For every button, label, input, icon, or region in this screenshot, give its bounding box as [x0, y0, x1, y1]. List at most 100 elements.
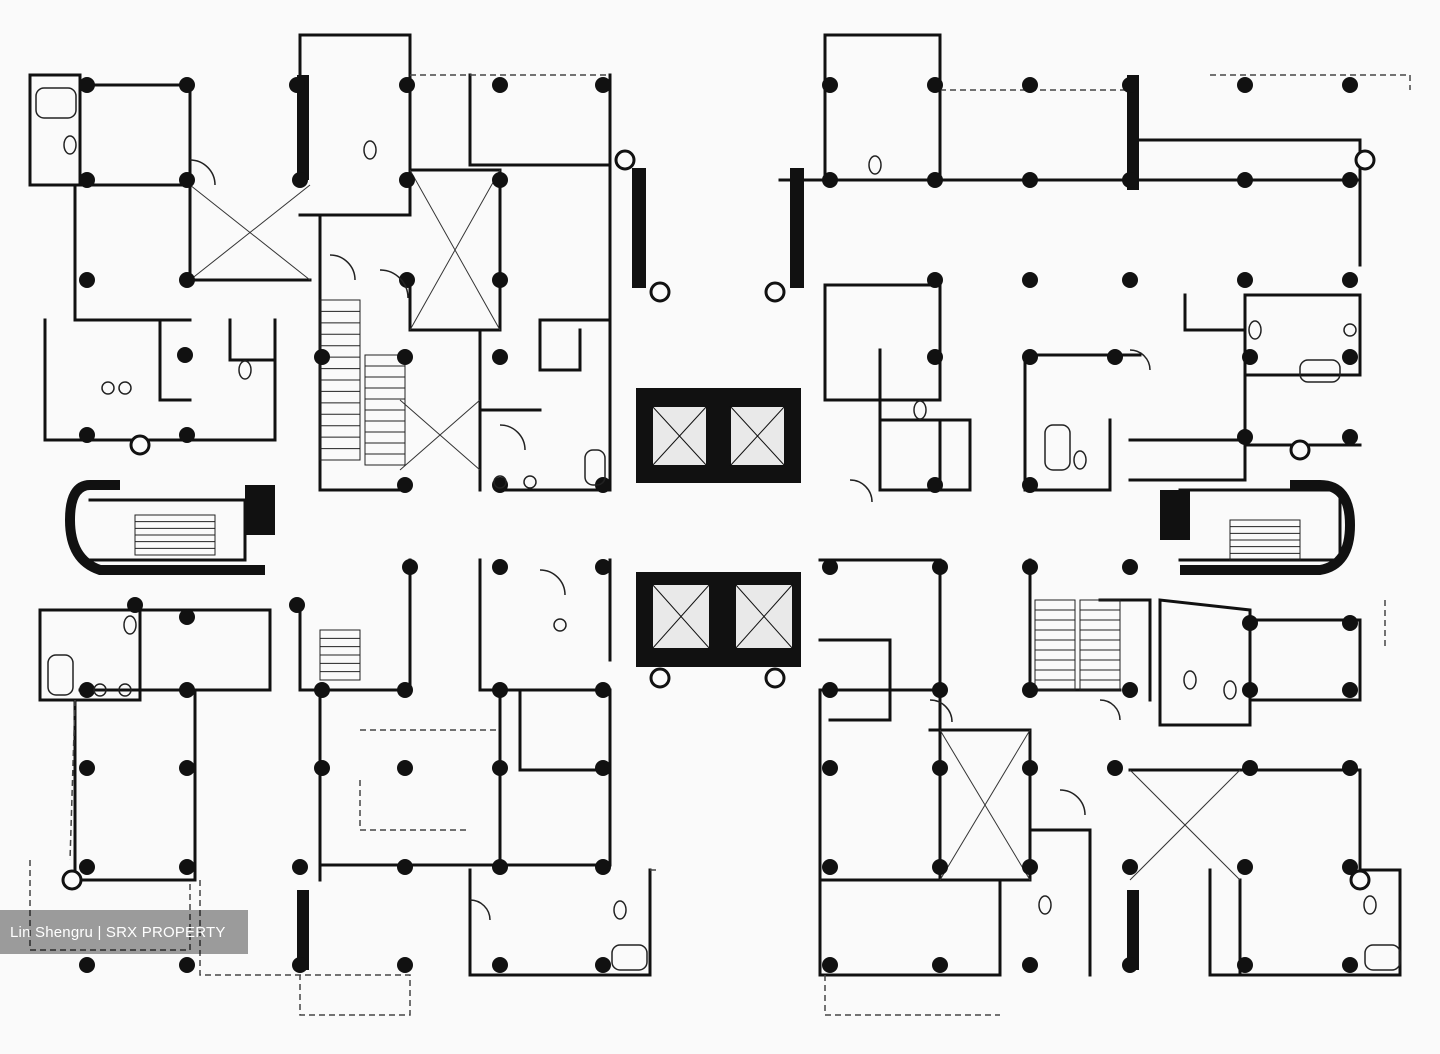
column-65 [397, 760, 413, 776]
column-5 [289, 77, 305, 93]
column-105 [932, 957, 948, 973]
column-82 [1022, 559, 1038, 575]
column-80 [822, 559, 838, 575]
bathtub-1 [611, 944, 648, 971]
column-104 [822, 957, 838, 973]
basin-5 [118, 683, 132, 697]
column-66 [492, 760, 508, 776]
wall-31 [823, 33, 942, 182]
wall-8 [498, 163, 612, 492]
column-98 [822, 859, 838, 875]
wall-57 [88, 498, 247, 562]
wall-end-3 [1354, 149, 1376, 171]
column-73 [595, 859, 611, 875]
column-44 [1242, 349, 1258, 365]
column-14 [492, 272, 508, 288]
wall-end-8 [61, 869, 83, 891]
wall-7 [468, 73, 612, 167]
column-9 [399, 172, 415, 188]
wall-end-0 [649, 281, 671, 303]
wall-28 [518, 688, 612, 772]
wall-15 [538, 318, 582, 372]
column-25 [927, 77, 943, 93]
walls [28, 33, 1402, 977]
column-78 [492, 957, 508, 973]
column-84 [1242, 615, 1258, 631]
column-101 [1122, 859, 1138, 875]
column-34 [1237, 172, 1253, 188]
column-60 [492, 682, 508, 698]
column-86 [822, 682, 838, 698]
toilet-9 [613, 900, 627, 920]
wall-19 [78, 608, 272, 692]
column-13 [399, 272, 415, 288]
wall-33 [1138, 138, 1362, 267]
column-54 [492, 559, 508, 575]
toilet-12 [1183, 670, 1197, 690]
column-17 [397, 349, 413, 365]
basin-0 [101, 381, 115, 395]
wall-46 [928, 728, 1032, 882]
column-108 [1237, 957, 1253, 973]
bathtub-4 [1364, 944, 1401, 971]
column-63 [179, 760, 195, 776]
wall-40 [878, 348, 972, 492]
wall-58 [1178, 488, 1342, 562]
column-3 [492, 77, 508, 93]
structural-walls [64, 75, 1356, 970]
wall-end-9 [1349, 869, 1371, 891]
stair-bottom-right-a-outline [1034, 599, 1076, 691]
column-83 [1122, 559, 1138, 575]
toilet-1 [363, 140, 377, 160]
column-94 [1022, 760, 1038, 776]
wall-27 [478, 558, 612, 692]
column-72 [492, 859, 508, 875]
wall-21 [298, 603, 412, 692]
dashed-outline-9 [824, 975, 1000, 1016]
structural-wall-3 [790, 168, 804, 288]
column-74 [79, 957, 95, 973]
column-87 [932, 682, 948, 698]
column-38 [1122, 272, 1138, 288]
column-33 [1122, 172, 1138, 188]
column-30 [822, 172, 838, 188]
door-swing-2 [379, 269, 409, 299]
bathtub-3 [1044, 424, 1071, 471]
column-28 [1237, 77, 1253, 93]
column-57 [179, 682, 195, 698]
door-swing-7 [1059, 789, 1086, 816]
bathtub-5 [47, 654, 74, 696]
wall-36 [1243, 293, 1362, 377]
column-7 [179, 172, 195, 188]
wall-end-2 [614, 149, 636, 171]
toilet-0 [63, 135, 77, 155]
wall-end-5 [1289, 439, 1311, 461]
column-90 [1242, 682, 1258, 698]
void-diagonal-b-1 [409, 169, 501, 331]
wall-1 [78, 83, 192, 187]
basin-7 [1343, 323, 1357, 337]
column-96 [1242, 760, 1258, 776]
column-21 [397, 477, 413, 493]
column-62 [79, 760, 95, 776]
structural-wall-6 [245, 485, 275, 535]
column-93 [932, 760, 948, 776]
column-16 [314, 349, 330, 365]
structural-wall-4 [1127, 75, 1139, 190]
dashed-outline-3 [29, 860, 191, 951]
column-35 [1342, 172, 1358, 188]
column-99 [932, 859, 948, 875]
staircases [134, 299, 1301, 691]
column-36 [927, 272, 943, 288]
column-88 [1022, 682, 1038, 698]
wall-54 [1208, 868, 1402, 977]
structural-wall-0 [297, 75, 309, 180]
column-100 [1022, 859, 1038, 875]
column-58 [314, 682, 330, 698]
door-swing-1 [329, 254, 356, 281]
column-39 [1237, 272, 1253, 288]
wall-end-7 [764, 667, 786, 689]
wall-53 [818, 878, 1002, 977]
bathtub-0 [35, 87, 77, 119]
